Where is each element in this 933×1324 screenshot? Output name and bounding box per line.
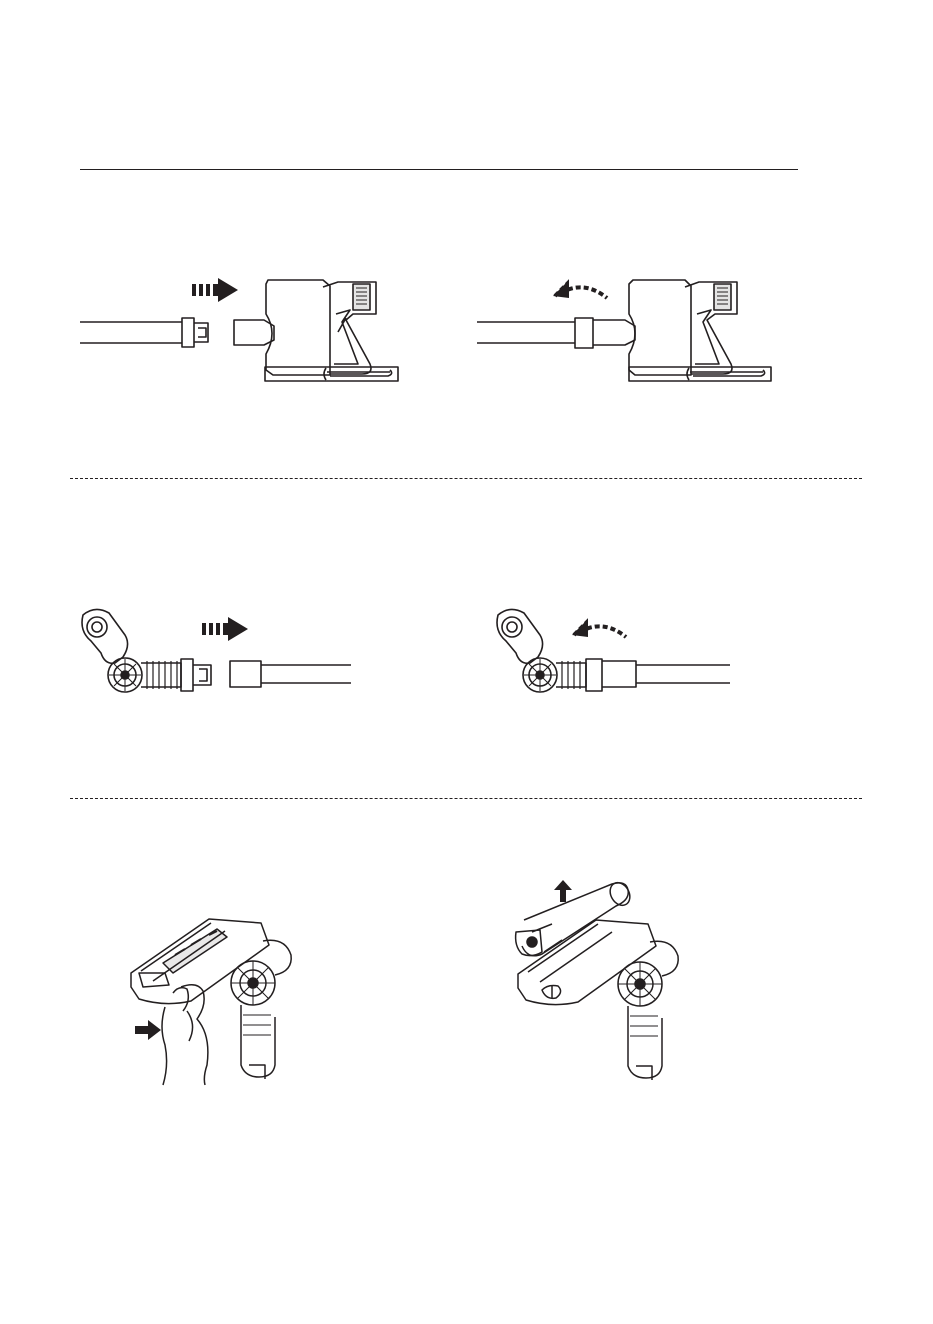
figure-brush-release — [490, 605, 740, 700]
figure-roller-lift — [512, 880, 692, 1085]
section-divider-1 — [70, 478, 862, 479]
curved-arrow-icon — [553, 278, 611, 304]
figure-handle-release — [475, 270, 785, 390]
solid-arrow-up-icon — [554, 880, 572, 902]
dashed-arrow-right-icon — [200, 617, 250, 641]
figure-handle-insert — [78, 270, 408, 390]
solid-arrow-right-icon — [135, 1020, 161, 1040]
figure-brush-insert — [75, 605, 360, 700]
curved-arrow-icon — [572, 617, 630, 643]
dashed-arrow-right-icon — [190, 278, 240, 302]
section-divider-2 — [70, 798, 862, 799]
figure-latch-press — [125, 915, 305, 1085]
header-rule — [80, 169, 798, 170]
